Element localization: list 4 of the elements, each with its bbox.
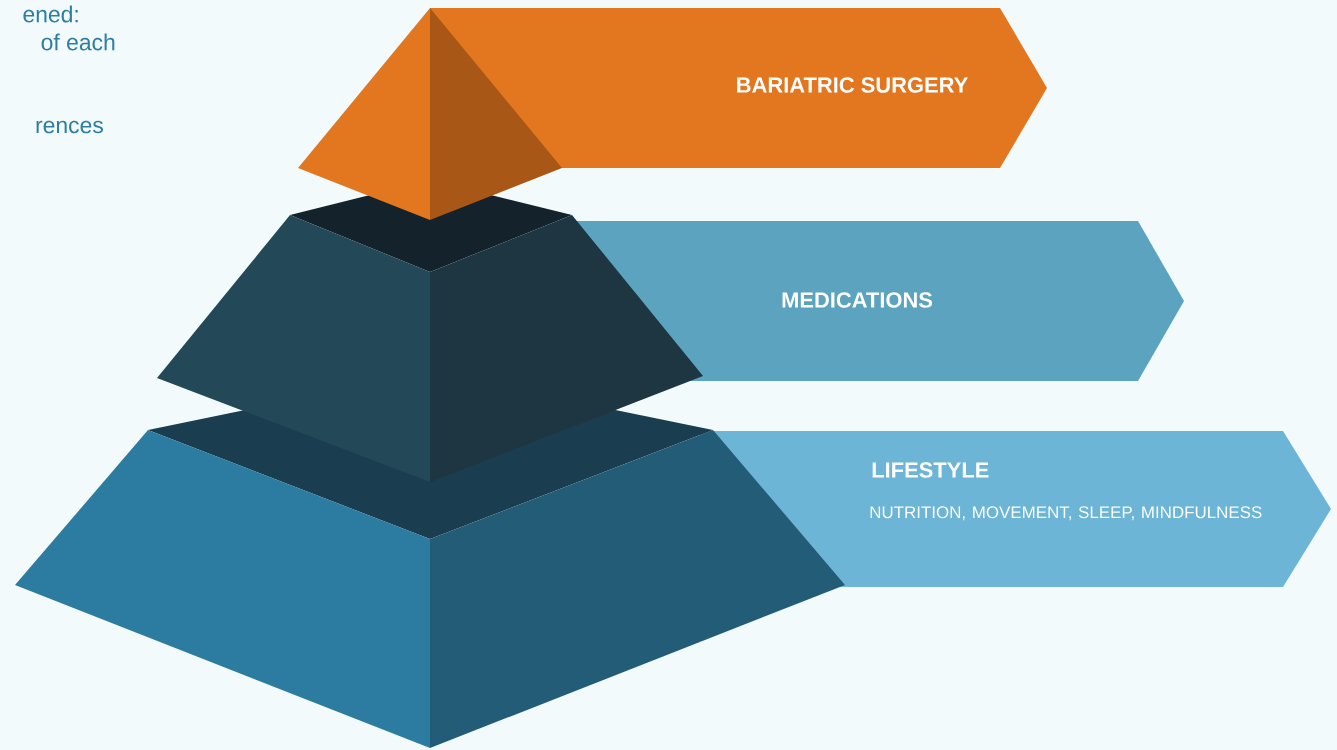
paragraph-text: of each	[41, 33, 115, 51]
paragraph-text: ened:	[23, 5, 78, 23]
paragraph-text: rences	[36, 120, 103, 134]
description-text: NUTRITION, MOVEMENT, SLEEP, MINDFULNESS	[870, 506, 1262, 521]
